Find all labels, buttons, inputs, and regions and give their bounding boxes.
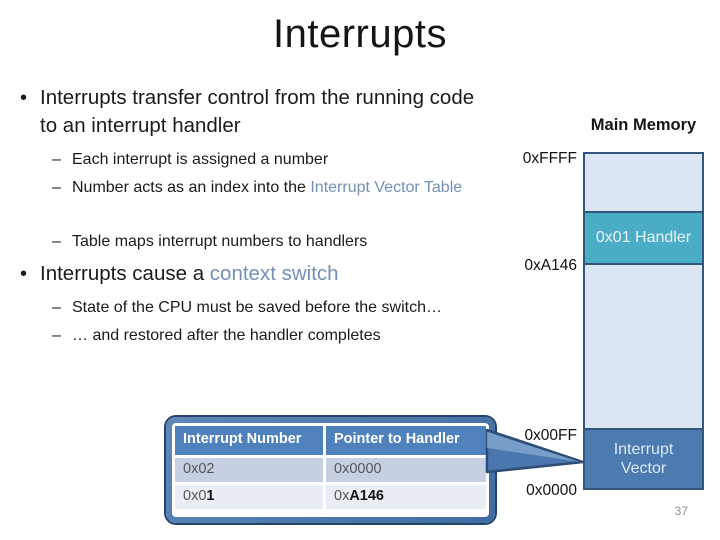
table-cell-row1-interrupt-number: 0x02 bbox=[175, 458, 323, 482]
address-label-0xffff: 0xFFFF bbox=[522, 150, 577, 167]
memory-segment-empty-top bbox=[585, 154, 702, 211]
dash-marker: – bbox=[52, 299, 61, 316]
memory-column-diagram: 0x01 Handler Interrupt Vector bbox=[583, 152, 704, 490]
interrupt-vector-table: Interrupt Number Pointer to Handler 0x02… bbox=[175, 426, 486, 509]
address-label-0xa146: 0xA146 bbox=[524, 257, 577, 274]
bullet-text: Interrupts transfer control from the run… bbox=[40, 86, 475, 137]
sub-bullet-text-plain: Number acts as an index into the bbox=[72, 179, 311, 196]
sub-bullet-4: – State of the CPU must be saved before … bbox=[52, 294, 470, 321]
bullet-text: Interrupts cause a context switch bbox=[40, 260, 495, 288]
interrupt-vector-table-term: Interrupt Vector Table bbox=[310, 179, 463, 196]
page-number: 37 bbox=[674, 504, 688, 518]
sub-bullet-2: – Number acts as an index into the Inter… bbox=[52, 174, 470, 201]
sub-bullet-text: Each interrupt is assigned a number bbox=[72, 151, 329, 168]
bullet-item-2: • Interrupts cause a context switch bbox=[20, 260, 495, 288]
cell-text-highlight: A146 bbox=[349, 488, 384, 504]
slide-title: Interrupts bbox=[273, 12, 447, 56]
table-cell-row2-pointer: 0xA146 bbox=[326, 485, 486, 509]
main-memory-title: Main Memory bbox=[590, 116, 697, 134]
bullet-text-plain: Interrupts cause a bbox=[40, 262, 210, 285]
address-label-0x00ff: 0x00FF bbox=[524, 427, 577, 444]
sub-bullet-text: … and restored after the handler complet… bbox=[72, 327, 381, 344]
dash-marker: – bbox=[52, 233, 61, 250]
cell-text-highlight: 1 bbox=[206, 488, 215, 504]
bullet-item-1: • Interrupts transfer control from the r… bbox=[20, 84, 495, 140]
bullet-marker: • bbox=[20, 263, 28, 285]
callout-box: Interrupt Number Pointer to Handler 0x02… bbox=[166, 417, 495, 523]
dash-marker: – bbox=[52, 327, 61, 344]
table-cell-row1-pointer: 0x0000 bbox=[326, 458, 486, 482]
cell-text-plain: 0x0 bbox=[183, 488, 207, 504]
memory-segment-0x01-handler: 0x01 Handler bbox=[585, 211, 702, 265]
dash-marker: – bbox=[52, 179, 61, 196]
sub-bullet-3: – Table maps interrupt numbers to handle… bbox=[52, 228, 470, 255]
sub-bullet-1: – Each interrupt is assigned a number bbox=[52, 146, 470, 173]
address-label-0x0000: 0x0000 bbox=[526, 482, 577, 499]
bullet-marker: • bbox=[20, 87, 28, 109]
callout-inner: Interrupt Number Pointer to Handler 0x02… bbox=[172, 423, 489, 517]
memory-segment-interrupt-vector: Interrupt Vector bbox=[585, 428, 702, 488]
sub-bullet-text: Number acts as an index into the Interru… bbox=[72, 174, 470, 201]
sub-bullet-5: – … and restored after the handler compl… bbox=[52, 322, 470, 349]
interrupt-vector-label: Interrupt Vector bbox=[613, 441, 674, 477]
cell-text-plain: 0x bbox=[334, 488, 350, 504]
table-cell-row2-interrupt-number: 0x01 bbox=[175, 485, 323, 509]
callout-pointer-arrow bbox=[485, 428, 585, 474]
table-header-interrupt-number: Interrupt Number bbox=[175, 426, 323, 455]
sub-bullet-text: State of the CPU must be saved before th… bbox=[72, 299, 442, 316]
table-header-pointer-to-handler: Pointer to Handler bbox=[326, 426, 486, 455]
memory-segment-empty-middle bbox=[585, 265, 702, 428]
sub-bullet-text: Table maps interrupt numbers to handlers bbox=[72, 233, 368, 250]
context-switch-term: context switch bbox=[209, 262, 339, 285]
dash-marker: – bbox=[52, 151, 61, 168]
